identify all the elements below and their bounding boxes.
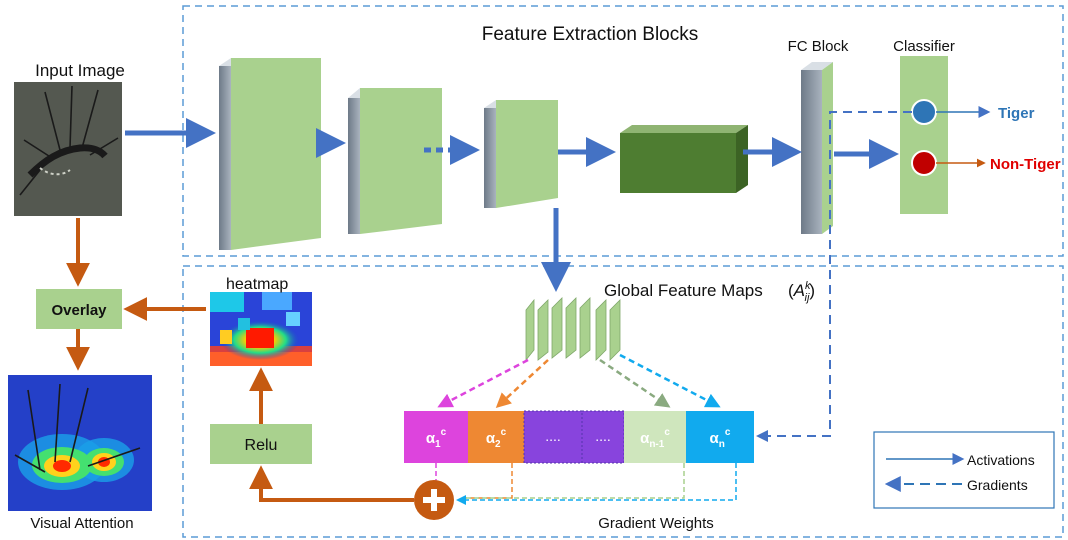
conv-block-2 <box>348 88 442 234</box>
orange-arrows <box>66 218 414 502</box>
map-to-weight-5 <box>599 358 671 408</box>
fc-block-title: FC Block <box>788 38 849 55</box>
forward-arrows <box>125 118 899 292</box>
weight-sum-lines <box>435 463 737 501</box>
input-image-title: Input Image <box>35 61 125 80</box>
conv-block-4 <box>620 125 748 193</box>
weight-box-6: αnc <box>686 411 754 463</box>
svg-text:....: .... <box>545 428 561 444</box>
weight-box-1: α1c <box>404 411 468 463</box>
weight-box-3: .... <box>523 410 583 464</box>
overlay-box <box>36 289 122 329</box>
svg-text:α2c: α2c <box>486 427 507 450</box>
gradient-backflow-head <box>756 430 768 442</box>
fc-block <box>801 62 833 234</box>
heatmap-title: heatmap <box>226 276 288 293</box>
relu-label: Relu <box>245 437 278 454</box>
input-image <box>14 82 122 216</box>
svg-text:αnc: αnc <box>710 427 731 450</box>
non-tiger-label: Non-Tiger <box>990 156 1061 173</box>
legend-activations: Activations <box>967 452 1035 468</box>
legend-gradients: Gradients <box>967 477 1028 493</box>
sum-arrow-head <box>456 495 466 505</box>
plus-icon-vertical <box>431 489 437 511</box>
map-to-weight-2 <box>495 359 549 409</box>
global-feature-maps-title: Global Feature Maps <box>604 281 763 300</box>
map-to-weight-1 <box>437 358 529 408</box>
svg-text:αn-1c: αn-1c <box>640 427 670 450</box>
weight-box-4: .... <box>581 410 625 464</box>
gradcam-frame <box>182 265 1064 538</box>
gradient-backflow <box>762 111 912 437</box>
map-to-weight-6 <box>619 353 721 408</box>
svg-text:....: .... <box>595 428 611 444</box>
global-feature-maps <box>525 297 621 362</box>
weight-box-2: α2c <box>468 411 524 463</box>
heatmap-image <box>210 292 312 366</box>
visual-attention-image <box>8 375 152 511</box>
legend: Activations Gradients <box>873 431 1055 509</box>
overlay-label: Overlay <box>51 302 107 319</box>
svg-text:α1c: α1c <box>426 427 447 450</box>
tiger-label: Tiger <box>998 105 1035 122</box>
visual-attention-title: Visual Attention <box>30 515 133 532</box>
classifier-block <box>900 56 948 214</box>
conv-block-3 <box>484 100 558 208</box>
conv-block-1 <box>219 58 321 250</box>
classifier-title: Classifier <box>893 38 955 55</box>
tiger-node <box>911 99 937 125</box>
weight-box-5: αn-1c <box>624 411 686 463</box>
non-tiger-node <box>911 150 937 176</box>
gradient-weights-title: Gradient Weights <box>598 515 714 532</box>
feature-extraction-title: Feature Extraction Blocks <box>482 24 698 45</box>
relu-box <box>210 424 312 464</box>
